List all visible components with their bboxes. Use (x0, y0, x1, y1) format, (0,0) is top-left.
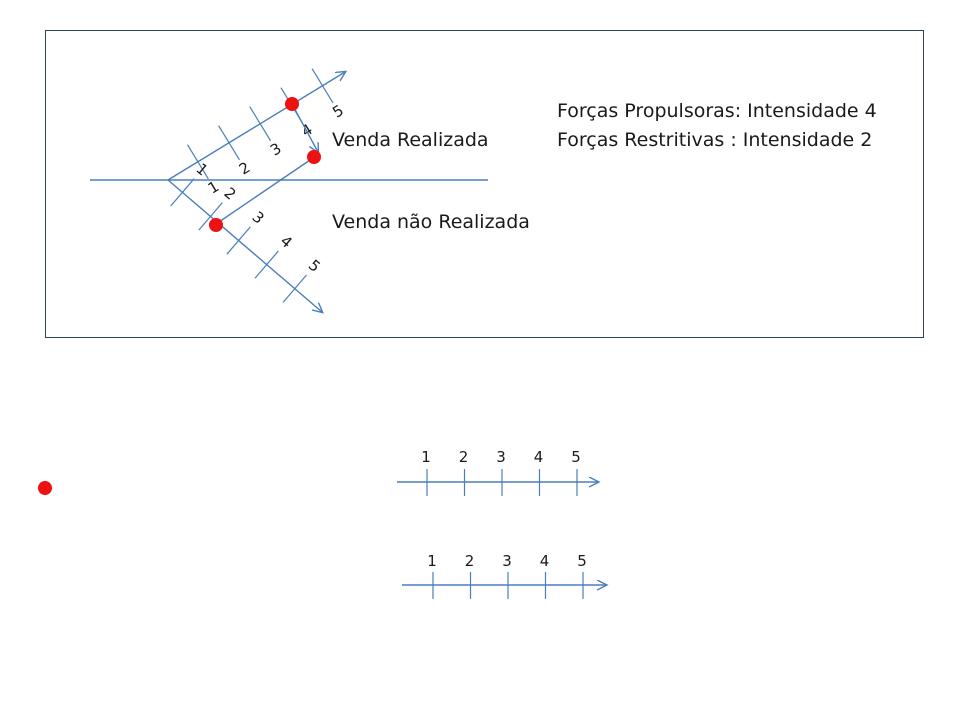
scale-2-tick-label: 4 (540, 552, 550, 570)
sale-not-done-label: Venda não Realizada (332, 211, 530, 233)
restrictive-axis-tick (282, 274, 307, 303)
scale-1-ticks: 1 2 3 4 5 (421, 448, 581, 496)
loose-dot (38, 481, 52, 495)
result-dot (307, 150, 321, 164)
scale-1-tick-label: 4 (534, 448, 544, 466)
scale-1-tick-label: 5 (571, 448, 581, 466)
propulsive-intensity-dot (285, 97, 299, 111)
diagram-frame (45, 30, 924, 338)
restrictive-axis-tick-label: 5 (305, 256, 324, 276)
restrictive-axis-tick (226, 226, 251, 255)
restrictive-axis-tick-label: 4 (277, 232, 296, 252)
scale-2-tick-label: 1 (427, 552, 437, 570)
propulsive-axis-tick-label: 5 (329, 101, 347, 121)
propulsive-axis (167, 72, 345, 181)
scale-2-tick-label: 2 (465, 552, 475, 570)
restrictive-axis-tick (170, 178, 195, 207)
restrictive-axis-tick (254, 250, 279, 279)
propulsive-forces-text: Forças Propulsoras: Intensidade 4 (557, 100, 877, 122)
scale-1-tick-label: 1 (421, 448, 431, 466)
restrictive-intensity-dot (209, 218, 223, 232)
restrictive-axis-tick-label: 3 (249, 208, 268, 228)
sale-done-label: Venda Realizada (332, 129, 489, 151)
propulsive-axis-tick (249, 106, 272, 142)
propulsive-to-result-arrow (291, 103, 318, 152)
propulsive-axis-tick (186, 144, 209, 180)
restrictive-to-result-line (215, 157, 314, 225)
scale-2-ticks: 1 2 3 4 5 (427, 552, 587, 599)
scale-2-tick-label: 5 (577, 552, 587, 570)
restrictive-forces-text: Forças Restritivas : Intensidade 2 (557, 129, 872, 151)
propulsive-axis-tick-label: 3 (267, 139, 285, 159)
scale-1-tick-label: 3 (496, 448, 506, 466)
scale-2-tick-label: 3 (502, 552, 512, 570)
restrictive-axis-tick (198, 202, 223, 231)
propulsive-axis-tick (218, 125, 240, 161)
propulsive-axis-tick (311, 68, 334, 104)
propulsive-axis-tick-label: 2 (236, 158, 254, 178)
scale-1-tick-label: 2 (459, 448, 469, 466)
restrictive-axis (167, 179, 322, 312)
restrictive-axis-tick-label: 2 (221, 184, 240, 204)
